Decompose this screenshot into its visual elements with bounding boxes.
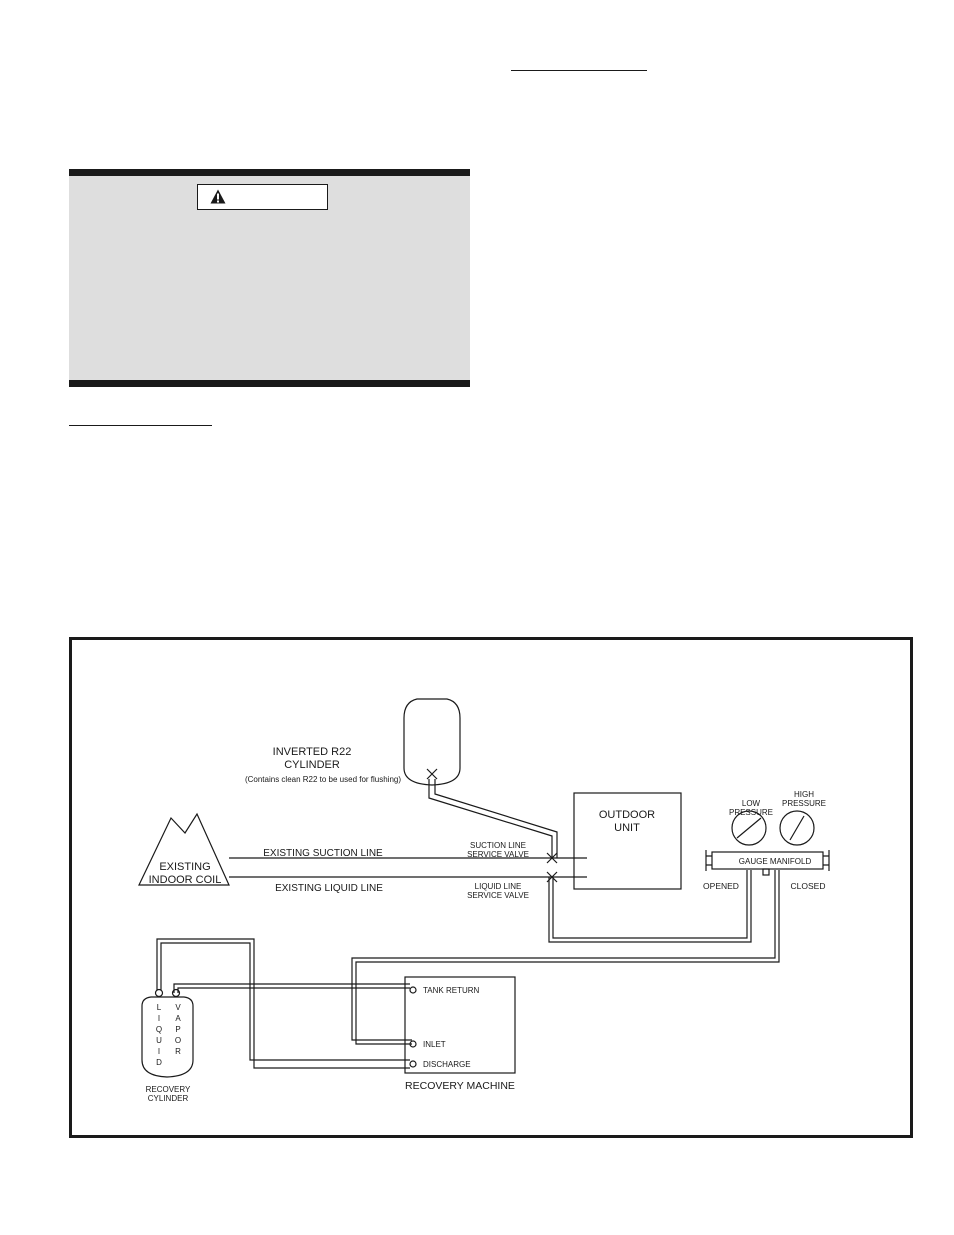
high-pressure-gauge (779, 810, 815, 846)
cylinder-valve-x (426, 768, 438, 780)
recovery-cylinder-label-line2: CYLINDER (148, 1094, 189, 1103)
high-gauge-needle (789, 815, 805, 841)
gauge-manifold-label: GAUGE MANIFOLD (739, 857, 812, 866)
indoor-coil-shape (138, 812, 230, 886)
low-pressure-gauge (731, 810, 767, 846)
tank-return-port (409, 986, 417, 994)
liquid-letter: U (156, 1036, 162, 1045)
discharge-label: DISCHARGE (423, 1060, 471, 1069)
suction-line-label: EXISTING SUCTION LINE (263, 848, 383, 859)
liquid-letter: I (158, 1047, 160, 1056)
suction-valve-label-line2: SERVICE VALVE (467, 850, 529, 859)
warning-icon (210, 189, 226, 204)
liquid-letter: Q (156, 1025, 162, 1034)
indoor-coil-line1: EXISTING (159, 861, 210, 873)
liquid-letter: D (156, 1058, 162, 1067)
low-pressure-label-line1: LOW (742, 799, 761, 808)
indoor-coil-line2: INDOOR COIL (149, 874, 222, 886)
liquid-line-label: EXISTING LIQUID LINE (275, 883, 383, 894)
recovery-diagram: INVERTED R22 CYLINDER (Contains clean R2… (138, 698, 830, 1103)
recovery-diagram-frame: INVERTED R22 CYLINDER (Contains clean R2… (69, 637, 913, 1138)
left-column-heading-rule (69, 425, 212, 426)
tank-return-hose (173, 983, 410, 993)
inlet-port (409, 1040, 417, 1048)
cylinder-label-line1: INVERTED R22 (273, 746, 352, 758)
manifold-left-knob (705, 850, 712, 871)
high-pressure-label-line2: PRESSURE (782, 799, 826, 808)
closed-label: CLOSED (791, 881, 826, 891)
cylinder-note: (Contains clean R22 to be used for flush… (245, 775, 401, 784)
recovery-cylinder-label-line1: RECOVERY (146, 1085, 191, 1094)
outdoor-unit-line2: UNIT (614, 822, 640, 834)
low-pressure-label-line2: PRESSURE (729, 808, 773, 817)
vapor-letter: P (175, 1025, 180, 1034)
outdoor-unit-box (573, 792, 682, 890)
suction-service-valve-x (546, 852, 558, 864)
cylinder-label-line2: CYLINDER (284, 759, 340, 771)
opened-label: OPENED (703, 881, 739, 891)
closed-hose (351, 870, 780, 1045)
outdoor-unit-line1: OUTDOOR (599, 809, 655, 821)
recovery-machine-label: RECOVERY MACHINE (405, 1080, 515, 1092)
manifold-center-port (762, 868, 770, 876)
liquid-letter: I (158, 1014, 160, 1023)
opened-hose (548, 870, 752, 943)
vapor-letter: V (175, 1003, 181, 1012)
low-gauge-needle (736, 817, 762, 839)
recovery-cylinder-shape (141, 996, 194, 1078)
discharge-hose (156, 938, 410, 1069)
inlet-label: INLET (423, 1040, 446, 1049)
vapor-port (171, 988, 181, 998)
caution-panel (69, 169, 470, 387)
vapor-letter: R (175, 1047, 181, 1056)
recovery-machine-box (404, 976, 516, 1074)
tank-return-label: TANK RETURN (423, 986, 480, 995)
cylinder-flush-hose (428, 779, 558, 858)
liquid-letter: L (157, 1003, 162, 1012)
caution-header-box (197, 184, 328, 210)
high-pressure-label-line1: HIGH (794, 790, 814, 799)
liquid-valve-label-line1: LIQUID LINE (475, 882, 522, 891)
discharge-port (409, 1060, 417, 1068)
suction-valve-label-line1: SUCTION LINE (470, 841, 526, 850)
liquid-valve-label-line2: SERVICE VALVE (467, 891, 529, 900)
vapor-letter: A (175, 1014, 181, 1023)
manifold-right-knob (823, 850, 830, 871)
inverted-r22-cylinder (403, 698, 461, 786)
liquid-port (154, 988, 164, 998)
right-column-heading-rule (511, 70, 647, 71)
vapor-letter: O (175, 1036, 181, 1045)
